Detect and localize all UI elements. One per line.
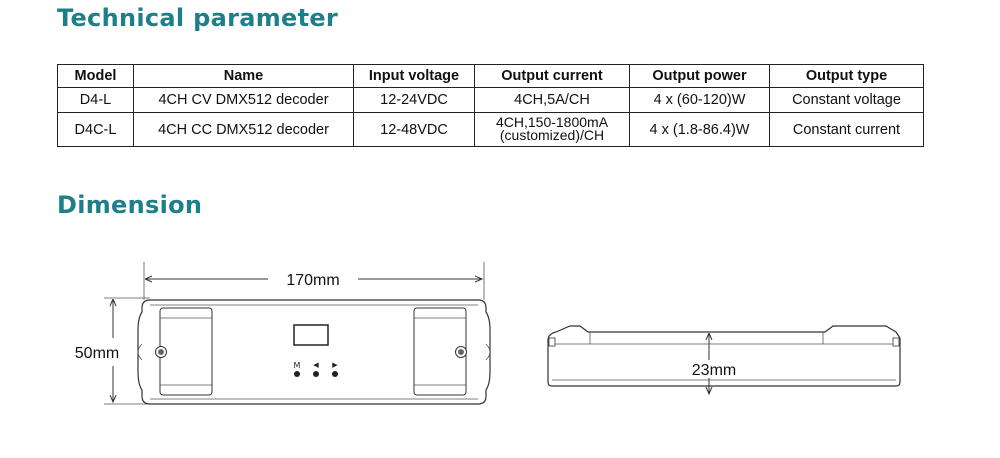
table-row: D4C-L 4CH CC DMX512 decoder 12-48VDC 4CH… (57, 112, 924, 147)
spec-table: Model Name Input voltage Output current … (57, 64, 924, 147)
screw-icon (455, 346, 467, 358)
col-header-input-voltage: Input voltage (353, 64, 475, 88)
table-header-row: Model Name Input voltage Output current … (57, 64, 924, 88)
col-header-output-type: Output type (769, 64, 924, 88)
dimension-heading: Dimension (57, 191, 203, 219)
cell-name: 4CH CC DMX512 decoder (133, 112, 354, 147)
button-label-m: M (294, 361, 301, 370)
cell-model: D4C-L (57, 112, 134, 147)
table-row: D4-L 4CH CV DMX512 decoder 12-24VDC 4CH,… (57, 87, 924, 113)
right-button (332, 371, 338, 377)
display-screen (293, 324, 329, 346)
side-right-ear (892, 337, 900, 347)
width-label: 50mm (75, 345, 119, 362)
left-terminal-cover (159, 307, 213, 396)
side-housing-outline (547, 325, 901, 387)
side-left-ear (548, 337, 556, 347)
left-mounting-ear (137, 343, 143, 361)
cell-output-power: 4 x (60-120)W (629, 87, 770, 113)
mode-button (294, 371, 300, 377)
right-mounting-ear (485, 343, 491, 361)
cell-output-type: Constant voltage (769, 87, 924, 113)
cell-output-current-text: 4CH,150-1800mA (customized)/CH (495, 113, 609, 143)
technical-parameter-heading: Technical parameter (57, 4, 339, 32)
cell-output-power: 4 x (1.8-86.4)W (629, 112, 770, 147)
height-label: 23mm (692, 362, 736, 379)
col-header-model: Model (57, 64, 134, 88)
screw-icon (155, 346, 167, 358)
button-label-left: ◀ (313, 361, 319, 369)
length-label: 170mm (286, 272, 339, 289)
cell-input-voltage: 12-24VDC (353, 87, 475, 113)
cell-output-current: 4CH,150-1800mA (customized)/CH (474, 112, 630, 147)
cell-output-type: Constant current (769, 112, 924, 147)
cell-model: D4-L (57, 87, 134, 113)
cell-output-current: 4CH,5A/CH (474, 87, 630, 113)
button-label-right: ▶ (332, 361, 338, 369)
left-button (313, 371, 319, 377)
housing-outline (137, 299, 491, 405)
side-view: 23mm (547, 325, 901, 394)
top-view: 170mm 50mm M ◀ (75, 262, 491, 405)
col-header-output-power: Output power (629, 64, 770, 88)
